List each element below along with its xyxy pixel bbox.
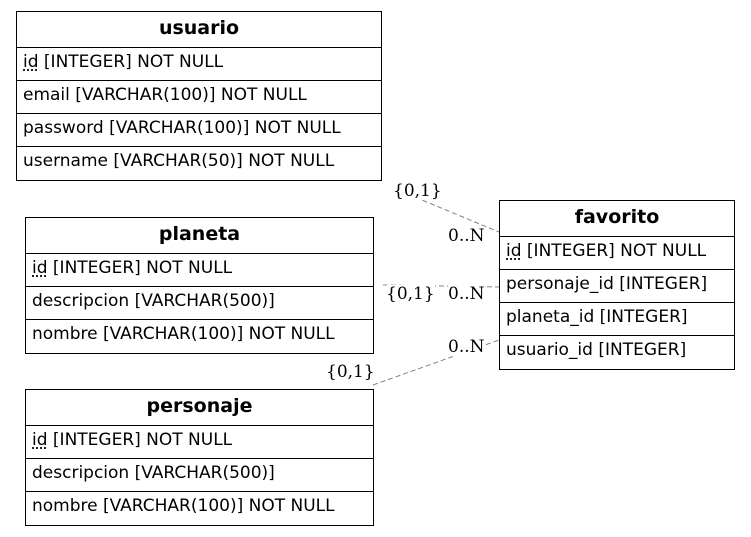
edge-personaje-favorito	[372, 339, 500, 386]
field-row: email [VARCHAR(100)] NOT NULL	[17, 81, 381, 114]
field-row: password [VARCHAR(100)] NOT NULL	[17, 114, 381, 147]
field-row: personaje_id [INTEGER]	[500, 270, 734, 303]
entity-favorito: favorito id [INTEGER] NOT NULL personaje…	[499, 200, 735, 370]
primary-key: id	[506, 241, 522, 261]
cardinality-favorito-personaje-side: 0..N	[448, 337, 485, 357]
field-type: [INTEGER] NOT NULL	[47, 258, 233, 278]
cardinality-usuario-side: {0,1}	[393, 181, 442, 201]
field-row: id [INTEGER] NOT NULL	[26, 254, 373, 287]
entity-planeta: planeta id [INTEGER] NOT NULL descripcio…	[25, 217, 374, 354]
field-row: descripcion [VARCHAR(500)]	[26, 287, 373, 320]
field-row: planeta_id [INTEGER]	[500, 303, 734, 336]
entity-title: favorito	[500, 201, 734, 237]
field-row: nombre [VARCHAR(100)] NOT NULL	[32, 496, 335, 516]
entity-title: usuario	[17, 12, 381, 48]
entity-title: personaje	[26, 390, 373, 426]
cardinality-planeta-side: {0,1}	[386, 284, 435, 304]
entity-personaje: personaje id [INTEGER] NOT NULL descripc…	[25, 389, 374, 526]
field-type: [INTEGER] NOT NULL	[38, 52, 224, 72]
field-row: username [VARCHAR(50)] NOT NULL	[23, 151, 335, 171]
primary-key: id	[32, 258, 48, 278]
field-row: id [INTEGER] NOT NULL	[500, 237, 734, 270]
primary-key: id	[23, 52, 39, 72]
field-row: id [INTEGER] NOT NULL	[17, 48, 381, 81]
cardinality-favorito-usuario-side: 0..N	[448, 226, 485, 246]
field-row: nombre [VARCHAR(100)] NOT NULL	[32, 324, 335, 344]
field-row: id [INTEGER] NOT NULL	[26, 426, 373, 459]
primary-key: id	[32, 430, 48, 450]
field-row: descripcion [VARCHAR(500)]	[26, 459, 373, 492]
entity-title: planeta	[26, 218, 373, 254]
field-row: usuario_id [INTEGER]	[506, 340, 687, 360]
field-type: [INTEGER] NOT NULL	[47, 430, 233, 450]
cardinality-favorito-planeta-side: 0..N	[448, 284, 485, 304]
field-type: [INTEGER] NOT NULL	[521, 241, 707, 261]
cardinality-personaje-side: {0,1}	[326, 362, 375, 382]
entity-usuario: usuario id [INTEGER] NOT NULL email [VAR…	[16, 11, 382, 181]
